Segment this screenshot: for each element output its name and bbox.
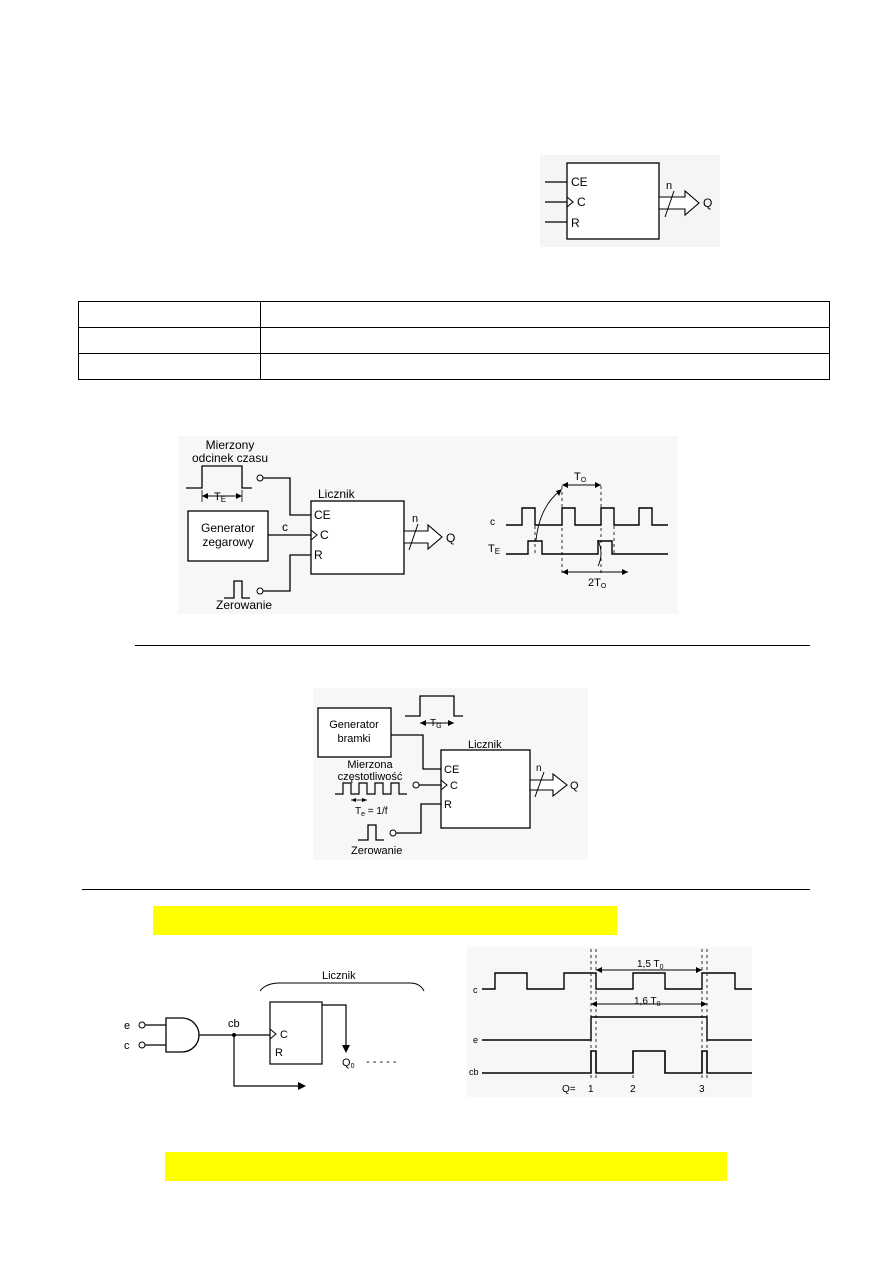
input-c-label: C bbox=[320, 528, 329, 542]
input-e-label: e bbox=[124, 1020, 130, 1032]
q-count-2: 2 bbox=[630, 1084, 636, 1095]
bus-width-label: n bbox=[666, 180, 672, 192]
and-gate-schematic: e c cb Licznik C R Q0 - - - - - bbox=[124, 970, 425, 1090]
tg-label: TG bbox=[430, 718, 442, 730]
counter-box bbox=[566, 162, 660, 240]
clock-triangle-icon bbox=[310, 529, 318, 541]
measured-interval-label-2: odcinek czasu bbox=[192, 451, 268, 465]
input-c-label: c bbox=[124, 1040, 130, 1052]
t16-label: 1,6 T0 bbox=[634, 996, 661, 1008]
gated-clock-waveform bbox=[482, 1050, 752, 1074]
t15-label: 1,5 T0 bbox=[637, 959, 664, 971]
clock-generator-box bbox=[187, 510, 269, 562]
to-label: TO bbox=[574, 471, 587, 484]
input-c-label: C bbox=[577, 195, 586, 209]
q-count-1: 1 bbox=[588, 1084, 594, 1095]
wave-cb-label: cb bbox=[469, 1067, 479, 1077]
reset-label: Zerowanie bbox=[216, 598, 272, 612]
measured-frequency-label-2: częstotliwość bbox=[338, 771, 403, 783]
tf-label: Te = 1/f bbox=[355, 806, 388, 818]
generator-label: Generator bbox=[201, 521, 255, 535]
input-ce-label: CE bbox=[314, 508, 331, 522]
wave-c-label: c bbox=[490, 517, 495, 528]
section-rule bbox=[82, 889, 810, 890]
input-r-label: R bbox=[314, 548, 323, 562]
frequency-measurement-figure: Generator bramki TG Licznik CE C R n Q M… bbox=[313, 688, 588, 860]
counter-title: Licznik bbox=[322, 970, 356, 982]
table-row bbox=[78, 327, 830, 354]
gate-generator-label-2: bramki bbox=[337, 733, 370, 745]
time-measurement-figure: Mierzony odcinek czasu TE Generator zega… bbox=[178, 436, 678, 614]
arrow-icon bbox=[342, 1045, 350, 1053]
measured-interval-label: Mierzony bbox=[206, 438, 255, 452]
output-q-label: Q bbox=[570, 780, 579, 792]
bus-arrow-icon bbox=[658, 189, 700, 217]
enable-waveform bbox=[482, 1016, 752, 1041]
counter-stage-box bbox=[269, 1001, 323, 1065]
q-count-3: 3 bbox=[699, 1084, 705, 1095]
wave-te-label: TE bbox=[488, 543, 500, 556]
measured-frequency-label: Mierzona bbox=[347, 759, 393, 771]
clock-waveform bbox=[482, 972, 752, 990]
output-q-label: Q bbox=[703, 196, 712, 210]
section-rule bbox=[135, 645, 810, 646]
cb-label: cb bbox=[228, 1018, 240, 1030]
clock-triangle-icon bbox=[269, 1028, 277, 1040]
output-q-label: Q bbox=[446, 531, 455, 545]
clock-triangle-icon bbox=[440, 779, 448, 791]
table-row bbox=[78, 353, 830, 380]
gated-waveforms: 1,5 T0 c 1,6 T0 e cb Q= 1 2 3 bbox=[467, 947, 752, 1097]
q-equals-label: Q= bbox=[562, 1084, 576, 1095]
c-signal-label: c bbox=[282, 520, 288, 534]
generator-label-2: zegarowy bbox=[202, 535, 253, 549]
counter-title: Licznik bbox=[318, 487, 356, 501]
highlight-bar bbox=[153, 906, 617, 935]
dashes: - - - - - bbox=[366, 1056, 397, 1068]
input-c-label: C bbox=[450, 780, 458, 792]
wave-e-label: e bbox=[473, 1035, 478, 1045]
counter-symbol: CE C R n Q bbox=[540, 155, 720, 247]
te-waveform bbox=[506, 540, 668, 555]
wave-c-label: c bbox=[473, 985, 478, 995]
input-ce-label: CE bbox=[444, 764, 459, 776]
counter-brace bbox=[259, 982, 425, 992]
and-gate-icon bbox=[165, 1017, 200, 1053]
bus-arrow-icon bbox=[529, 772, 568, 798]
highlight-bar bbox=[165, 1152, 727, 1181]
q0-label: Q0 bbox=[342, 1057, 355, 1070]
gate-generator-label: Generator bbox=[329, 719, 379, 731]
input-c-label: C bbox=[280, 1029, 288, 1041]
gate-generator-box bbox=[317, 707, 392, 758]
counter-box bbox=[440, 749, 531, 829]
input-r-label: R bbox=[571, 216, 580, 230]
frequency-waveform bbox=[335, 782, 407, 795]
counter-title: Licznik bbox=[468, 739, 502, 751]
two-to-label: 2TO bbox=[588, 577, 607, 590]
table-row bbox=[78, 301, 830, 328]
bus-width-label: n bbox=[536, 763, 542, 774]
clock-triangle-icon bbox=[566, 196, 574, 208]
counter-box bbox=[310, 500, 405, 575]
clock-waveform bbox=[506, 507, 668, 526]
bus-arrow-icon bbox=[403, 523, 443, 551]
input-r-label: R bbox=[275, 1047, 283, 1059]
bus-width-label: n bbox=[412, 513, 418, 525]
empty-table bbox=[78, 301, 830, 380]
input-ce-label: CE bbox=[571, 175, 588, 189]
input-r-label: R bbox=[444, 799, 452, 811]
te-label: TE bbox=[214, 491, 226, 504]
arrow-icon bbox=[298, 1082, 306, 1090]
reset-label: Zerowanie bbox=[351, 845, 402, 857]
